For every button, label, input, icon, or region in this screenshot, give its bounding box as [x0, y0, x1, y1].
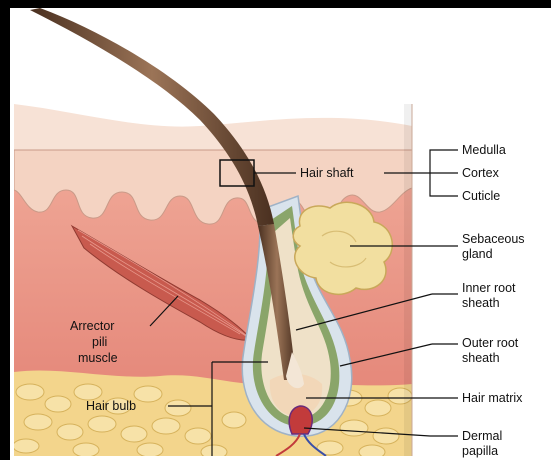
label-inner-root-line2: sheath	[462, 296, 500, 310]
frame-top	[0, 0, 551, 8]
frame-left	[0, 0, 10, 460]
label-sebaceous-line2: gland	[462, 247, 493, 261]
label-arrector-line3: muscle	[78, 351, 118, 365]
label-arrector-line1: Arrector	[70, 319, 114, 333]
label-sebaceous-line1: Sebaceous	[462, 232, 525, 246]
label-dermal-line2: papilla	[462, 444, 498, 458]
label-inner-root-line1: Inner root	[462, 281, 516, 295]
label-hair-shaft: Hair shaft	[300, 166, 354, 180]
label-medulla: Medulla	[462, 143, 506, 157]
label-hair-matrix: Hair matrix	[462, 391, 523, 405]
label-hair-bulb: Hair bulb	[86, 399, 136, 413]
label-dermal-line1: Dermal	[462, 429, 502, 443]
label-cuticle: Cuticle	[462, 189, 500, 203]
label-cortex: Cortex	[462, 166, 500, 180]
label-outer-root-line2: sheath	[462, 351, 500, 365]
label-outer-root-line1: Outer root	[462, 336, 519, 350]
label-arrector-line2: pili	[92, 335, 107, 349]
dermal-papilla	[289, 406, 312, 434]
